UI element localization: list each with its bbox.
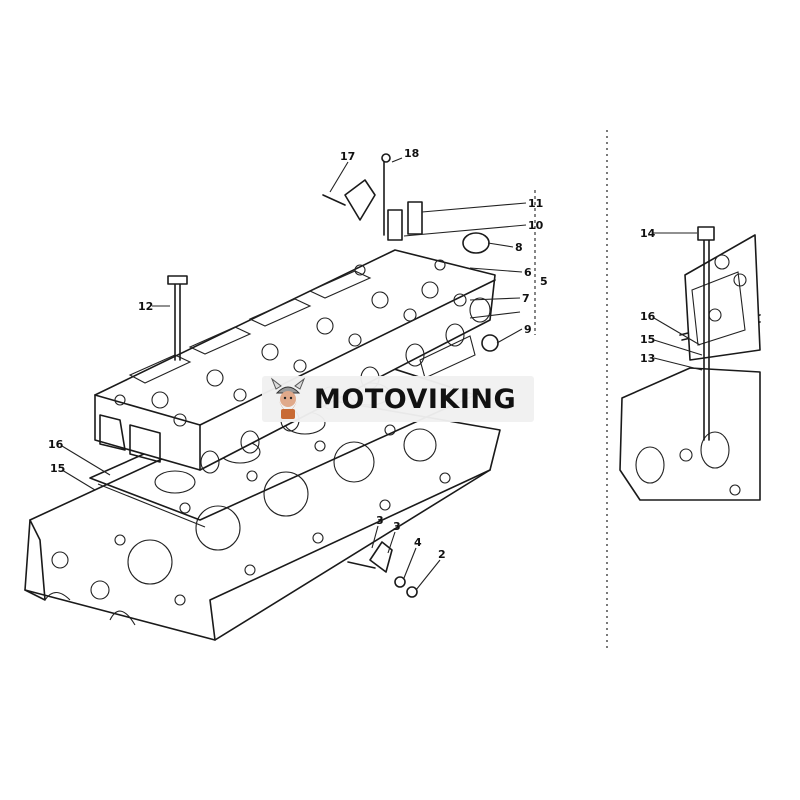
callout-17: 17 xyxy=(340,150,355,163)
callout-right-16: 16 xyxy=(640,310,656,323)
brand-watermark: MOTOVIKING xyxy=(262,376,534,422)
callouts-right: 14 16 15 13 xyxy=(640,227,656,365)
brand-name: MOTOVIKING xyxy=(314,383,517,415)
cylinder-head xyxy=(94,249,496,474)
callout-12: 12 xyxy=(138,300,153,313)
callout-18: 18 xyxy=(404,147,419,160)
callout-9: 9 xyxy=(524,323,532,336)
callout-right-15: 15 xyxy=(640,333,655,346)
callout-16: 16 xyxy=(48,438,64,451)
callout-3b: 3 xyxy=(393,520,401,533)
callout-leaders xyxy=(61,157,527,591)
callout-13: 13 xyxy=(640,352,655,365)
callout-7: 7 xyxy=(522,292,530,305)
callouts-left: 17 18 11 10 8 6 5 7 9 12 16 15 3 3 4 2 xyxy=(48,147,548,561)
callout-10: 10 xyxy=(528,219,544,232)
callout-6: 6 xyxy=(524,266,532,279)
viking-mascot-icon xyxy=(270,377,306,419)
cylinder-head-hardware xyxy=(167,153,499,598)
callout-3a: 3 xyxy=(376,514,384,527)
callout-11: 11 xyxy=(528,197,543,210)
callout-15: 15 xyxy=(50,462,65,475)
callout-4: 4 xyxy=(414,536,422,549)
callout-5: 5 xyxy=(540,275,548,288)
callout-8: 8 xyxy=(515,241,523,254)
callout-2: 2 xyxy=(438,548,446,561)
detail-view xyxy=(619,226,761,501)
callout-leaders-right xyxy=(653,232,703,371)
callout-14: 14 xyxy=(640,227,656,240)
